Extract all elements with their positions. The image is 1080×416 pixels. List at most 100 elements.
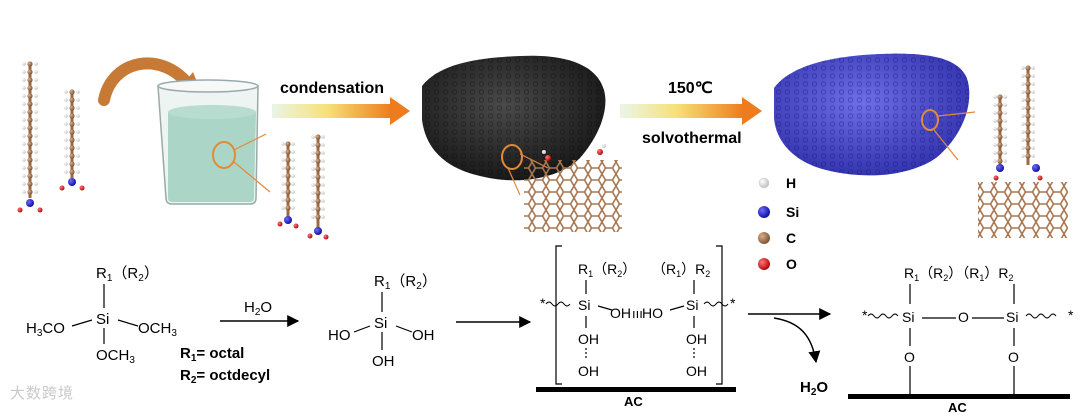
hydrogen-atom [64, 154, 68, 158]
svg-text:H2O: H2O [244, 299, 272, 318]
hydrogen-atom [76, 138, 80, 142]
hydrogen-atom [34, 70, 38, 74]
hydrogen-atom [321, 215, 325, 219]
watermark-logo: 大数跨境 [10, 382, 74, 403]
hydrogen-atom [1003, 127, 1007, 131]
silicon-atom-icon [758, 206, 770, 218]
hydrogen-atom [64, 114, 68, 118]
hydrogen-atom [1003, 143, 1007, 147]
hydrogen-atom [76, 146, 80, 150]
hydrogen-atom [64, 98, 68, 102]
svg-text:R1（R2）: R1（R2） [96, 265, 159, 284]
hydrogen-atom [993, 135, 997, 139]
hydrogen-atom [34, 182, 38, 186]
hydrogen-atom [76, 90, 80, 94]
svg-text:OH: OH [578, 331, 599, 347]
hydrogen-atom [1021, 130, 1025, 134]
svg-text:OH: OH [372, 353, 395, 370]
hydrogen-atom [64, 146, 68, 150]
carbon-atom [27, 93, 32, 98]
carbon-atom [69, 169, 74, 174]
svg-text:O: O [1008, 349, 1019, 365]
carbon-atom [285, 173, 290, 178]
carbon-atom [315, 206, 320, 211]
hydrogen-atom [311, 135, 315, 139]
hydrogen-atom [34, 166, 38, 170]
hydrogen-atom [291, 166, 295, 170]
hydrogen-atom [993, 127, 997, 131]
hydrogen-atom [321, 199, 325, 203]
hydrogen-atom [281, 142, 285, 146]
hydrogen-atom [34, 94, 38, 98]
hydrogen-atom [76, 130, 80, 134]
hydrogen-atom [311, 207, 315, 211]
svg-text:OCH3: OCH3 [96, 347, 135, 366]
hydrogen-atom [291, 150, 295, 154]
carbon-atom [27, 173, 32, 178]
hydrogen-atom [321, 135, 325, 139]
svg-text:R1= octal: R1= octal [180, 345, 244, 364]
carbon-atom [1025, 97, 1030, 102]
hydrogen-atom [1021, 74, 1025, 78]
hydrogen-atom [64, 122, 68, 126]
carbon-atom [27, 189, 32, 194]
svg-text:AC: AC [624, 394, 643, 409]
hydrogen-atom [281, 174, 285, 178]
silane-molecule-octyl [60, 89, 85, 190]
hydrogen-atom [311, 183, 315, 187]
carbon-atom [315, 190, 320, 195]
carbon-atom [1025, 129, 1030, 134]
carbon-atom [69, 137, 74, 142]
hydrogen-atom [993, 103, 997, 107]
hydrogen-atom [22, 190, 26, 194]
carbon-atom [1025, 153, 1030, 158]
hydrogen-atom [993, 159, 997, 163]
svg-text:R1（R2）: R1（R2） [578, 261, 636, 279]
hydrogen-atom [291, 142, 295, 146]
hydrogen-atom [311, 159, 315, 163]
svg-text:Si: Si [96, 311, 109, 328]
carbon-atom [997, 102, 1002, 107]
hydrogen-atom [34, 190, 38, 194]
hydrogen-atom [34, 174, 38, 178]
carbon-atom [1025, 145, 1030, 150]
hydrogen-atom [64, 106, 68, 110]
svg-text:OH: OH [412, 327, 435, 344]
hydrogen-atom [1031, 98, 1035, 102]
svg-text:H: H [786, 175, 796, 191]
hydrogen-atom [1021, 154, 1025, 158]
hydrogen-atom [1003, 159, 1007, 163]
svg-text:Si: Si [902, 309, 914, 325]
hydrogen-atom [311, 191, 315, 195]
svg-text:Si: Si [1006, 309, 1018, 325]
hydrogen-atom [34, 78, 38, 82]
hydrogen-atom [76, 98, 80, 102]
svg-text:O: O [958, 309, 969, 325]
carbon-atom [69, 129, 74, 134]
hydrogen-atom [311, 215, 315, 219]
hydrogen-atom [34, 126, 38, 130]
hydrogen-atom [34, 142, 38, 146]
carbon-atom [1025, 81, 1030, 86]
hydrogen-atom [321, 207, 325, 211]
hydrogen-atom [1031, 114, 1035, 118]
carbon-atom [27, 141, 32, 146]
carbon-atom [69, 153, 74, 158]
hydrogen-atom [22, 94, 26, 98]
hydrogen-atom [64, 170, 68, 174]
ac-surface-line [848, 394, 1070, 399]
silane-molecule-octadecyl [18, 61, 43, 212]
hydrogen-atom [76, 154, 80, 158]
hydrolyzed-silane-molecules [278, 134, 329, 239]
carbon-atom [285, 205, 290, 210]
solvothermal-label: solvothermal [642, 130, 742, 147]
hydrogen-atom [1021, 138, 1025, 142]
hydrogen-atom [281, 190, 285, 194]
hydrogen-atom [76, 114, 80, 118]
carbon-atom [27, 133, 32, 138]
carbon-atom [1025, 121, 1030, 126]
hydrogen-atom [22, 62, 26, 66]
hydrogen-atom [993, 119, 997, 123]
svg-text:OH: OH [686, 331, 707, 347]
hydrogen-atom [311, 143, 315, 147]
